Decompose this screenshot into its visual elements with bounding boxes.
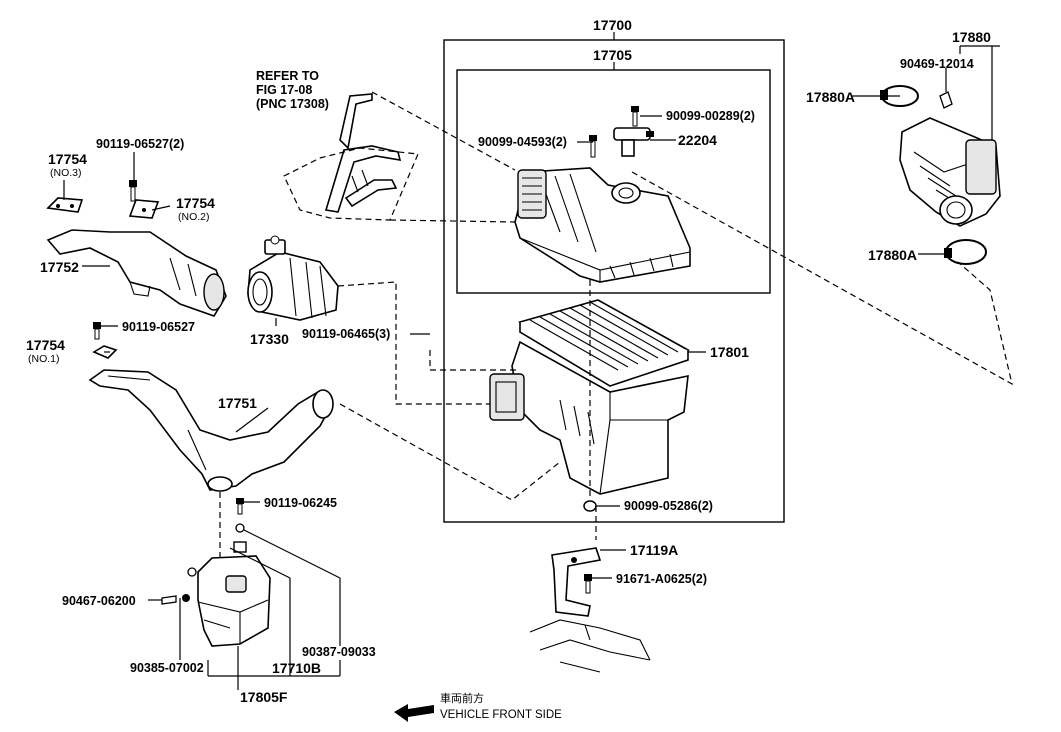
- label-refer-line2: FIG 17-08: [256, 83, 312, 97]
- label-17754-no2-sub: (NO.2): [178, 211, 210, 223]
- grommet-90385-07002-icon: [233, 541, 247, 553]
- leader-lines: [63, 45, 1000, 690]
- label-90099-00289: 90099-00289(2): [666, 109, 755, 123]
- clip-90387-09033-icon: [235, 523, 245, 533]
- label-90119-06245: 90119-06245: [264, 496, 337, 510]
- bracket-17754-no2-icon: [128, 199, 160, 219]
- label-90119-06465: 90119-06465(3): [302, 327, 390, 341]
- label-17754-no2: 17754: [176, 195, 215, 211]
- label-17880A-bottom: 17880A: [868, 247, 917, 263]
- label-17754-no1: 17754: [26, 337, 65, 353]
- label-refer-line3: (PNC 17308): [256, 97, 329, 111]
- bolt-90099-00289-icon: [631, 106, 639, 127]
- bracket-17119A: [551, 547, 602, 617]
- label-90469-12014: 90469-12014: [900, 57, 974, 71]
- duct-17752: [46, 229, 227, 317]
- label-17752: 17752: [40, 259, 79, 275]
- dashed-guide-lines: [219, 91, 1013, 560]
- sensor-22204-icon: [613, 127, 654, 157]
- label-vehicle-front-en: VEHICLE FRONT SIDE: [440, 709, 562, 721]
- hose-group: [324, 93, 402, 213]
- label-17880A-top: 17880A: [806, 89, 855, 105]
- resonator-17805F: [197, 555, 271, 647]
- label-90387-09033: 90387-09033: [302, 645, 376, 659]
- label-90099-04593: 90099-04593(2): [478, 135, 567, 149]
- air-cleaner-cap: [514, 167, 691, 283]
- screw-90467-06200-icon: [161, 567, 197, 605]
- label-91671-A0625: 91671-A0625(2): [616, 572, 707, 586]
- label-17705: 17705: [593, 47, 632, 63]
- label-vehicle-front-jp: 車両前方: [440, 691, 484, 705]
- body-panel: [529, 619, 651, 673]
- vehicle-front-arrow-icon: [394, 704, 434, 722]
- air-hose-17880: [899, 117, 1001, 227]
- inlet-duct-17751: [88, 369, 334, 492]
- bolt-90099-04593-icon: [589, 135, 597, 158]
- label-refer-line1: REFER TO: [256, 69, 319, 83]
- label-22204: 22204: [678, 132, 717, 148]
- grommet-90119-06245-icon: [236, 498, 244, 515]
- label-17751: 17751: [218, 395, 257, 411]
- clip-90469-12014-icon: [939, 91, 953, 109]
- label-17700: 17700: [593, 17, 632, 33]
- bracket-17754-no3-icon: [46, 197, 84, 213]
- label-17119A: 17119A: [630, 542, 678, 558]
- air-filter-element: [517, 299, 690, 387]
- label-17754-no3-sub: (NO.3): [50, 167, 82, 179]
- label-90385-07002: 90385-07002: [130, 661, 204, 675]
- label-17754-no3: 17754: [48, 151, 87, 167]
- clamp-17880A-bottom-icon: [944, 239, 987, 265]
- air-flow-meter: [247, 235, 339, 321]
- label-17801: 17801: [710, 344, 749, 360]
- label-17754-no1-sub: (NO.1): [28, 353, 60, 365]
- bolt-90119-06527-icon: [93, 322, 101, 340]
- label-90467-06200: 90467-06200: [62, 594, 136, 608]
- bolt-90119-06527-top-icon: [129, 180, 137, 202]
- label-17330: 17330: [250, 331, 289, 347]
- air-cleaner-case: [489, 340, 689, 495]
- label-90119-06527-top: 90119-06527(2): [96, 137, 184, 151]
- label-90099-05286: 90099-05286(2): [624, 499, 713, 513]
- label-90119-06527: 90119-06527: [122, 320, 195, 334]
- label-17710B: 17710B: [272, 660, 321, 676]
- grommet-90099-05286-icon: [583, 500, 597, 512]
- bolt-91671-A0625-icon: [584, 574, 592, 594]
- label-17880: 17880: [952, 29, 991, 45]
- label-17805F: 17805F: [240, 689, 288, 705]
